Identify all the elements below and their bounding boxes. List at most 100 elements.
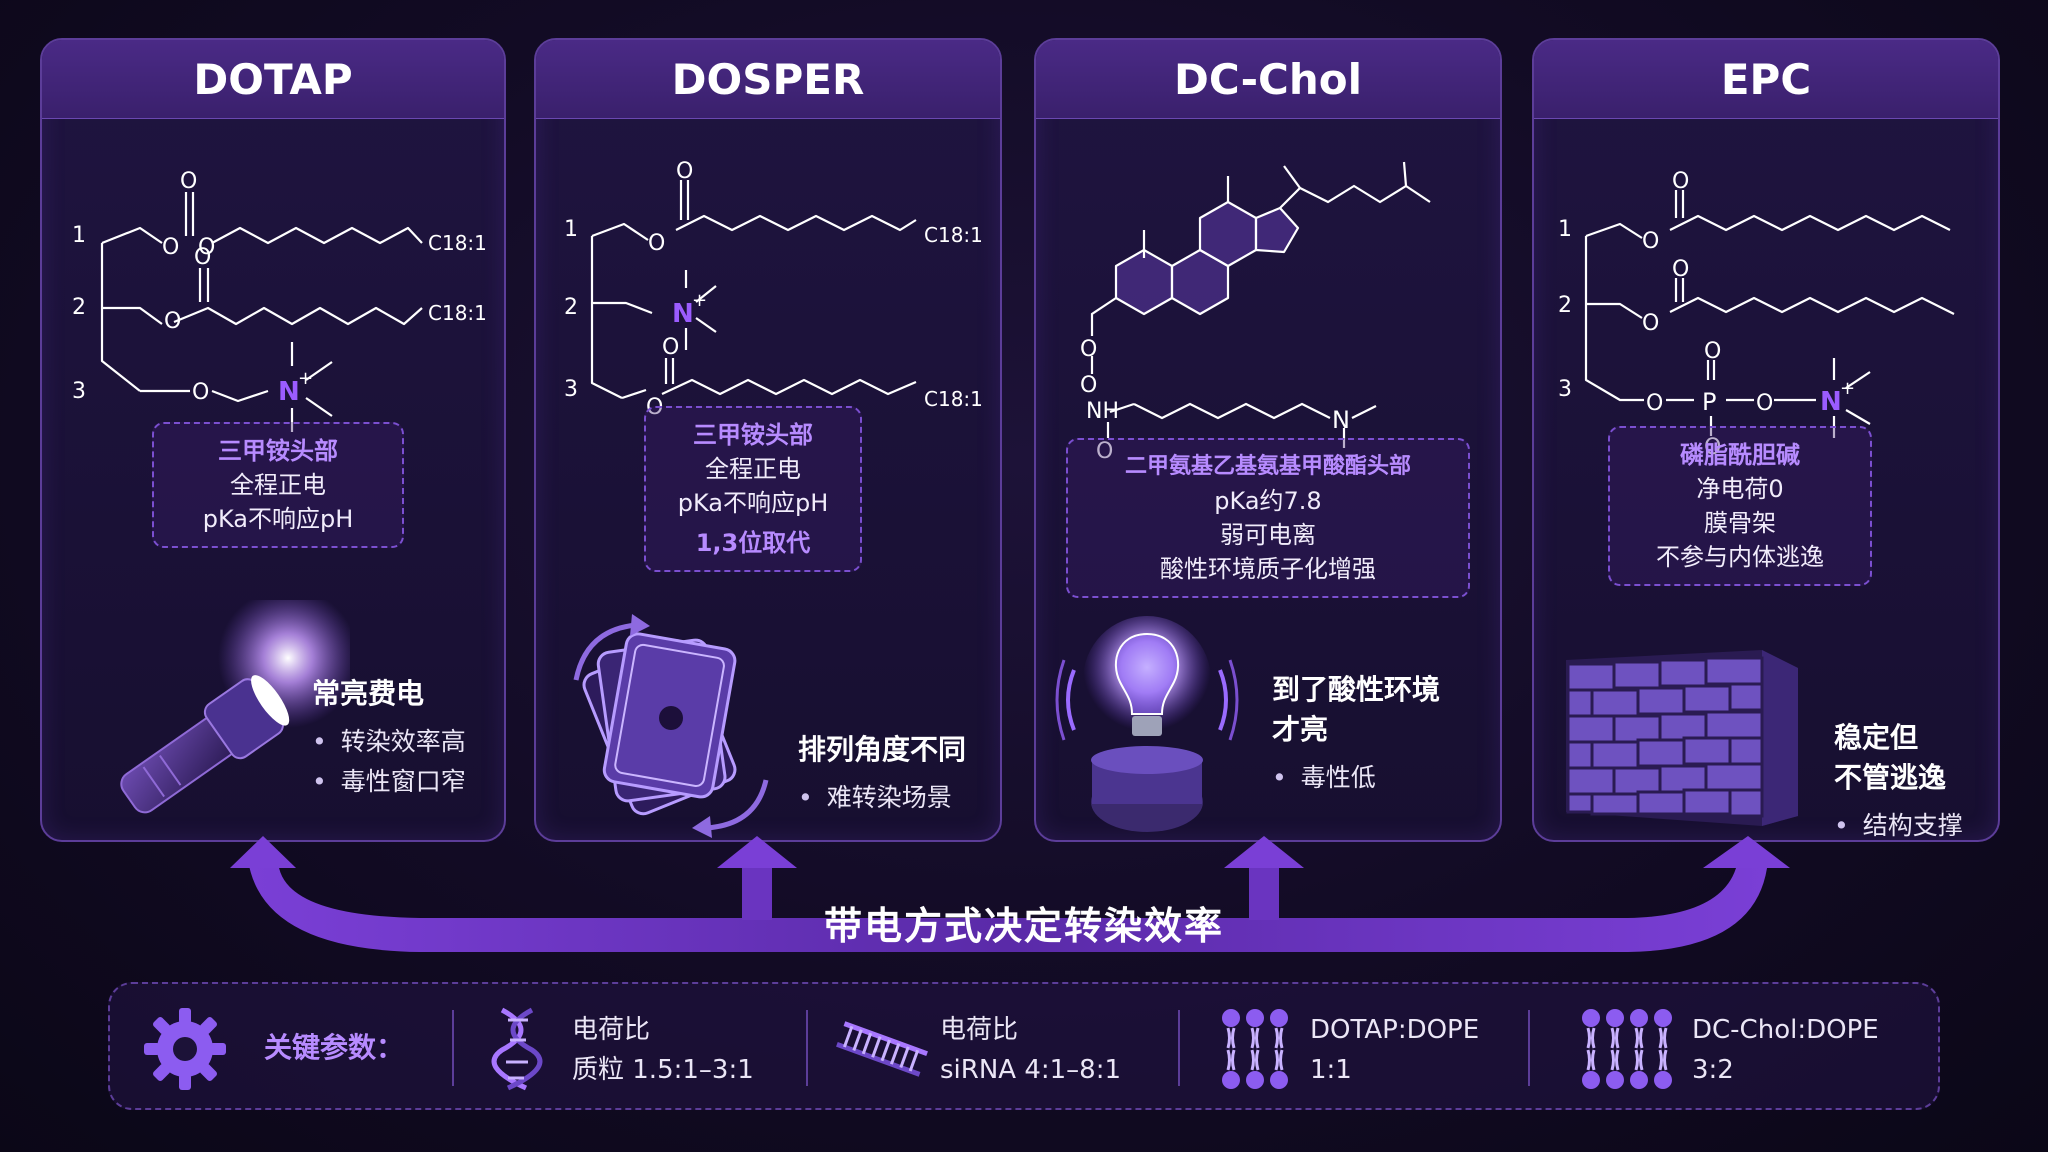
headgroup-note: 二甲氨基乙基氨基甲酸酯头部 pKa约7.8 弱可电离 酸性环境质子化增强 [1066,438,1470,598]
divider [806,1010,808,1086]
note-title: 三甲铵头部 [218,437,338,465]
caption-bullet: 难转染场景 [798,778,998,818]
caption-title: 稳定但 [1834,721,1919,754]
param-item: 电荷比 siRNA 4:1–8:1 [940,1010,1121,1090]
lightbulb-icon [1055,616,1239,832]
oxygen-atom: O [662,335,679,360]
oxygen-atom: O [1642,229,1659,254]
note-line: pKa不响应pH [202,505,354,533]
card-dotap: DOTAP 1 2 3 O O O O O O N + C18 [40,38,506,842]
position-label: 2 [1558,293,1572,318]
dotap-structure: 1 2 3 O O O O O O N + C18:1 C18:1 [72,169,487,432]
caption-title: 不管逃逸 [1834,761,1947,794]
param-item: 电荷比 质粒 1.5:1–3:1 [572,1010,754,1090]
banner-text: 带电方式决定转染效率 [823,904,1224,948]
headgroup-note: 磷脂酰胆碱 净电荷0 膜骨架 不参与内体逃逸 [1608,426,1872,586]
param-label: DOTAP:DOPE [1310,1015,1480,1045]
note-line: 酸性环境质子化增强 [1160,555,1376,583]
nitrogen-atom: N [1820,387,1842,417]
oxygen-atom: O [180,169,197,194]
card-header: DOSPER [536,40,1000,119]
nitrogen-atom: N [672,299,694,329]
card-header: DOTAP [42,40,504,119]
note-line: 弱可电离 [1220,521,1316,549]
divider [452,1010,454,1086]
note-title: 二甲氨基乙基氨基甲酸酯头部 [1124,454,1411,479]
oxygen-atom: O [1080,337,1097,362]
caption-bullet: 毒性低 [1272,758,1494,798]
param-item: DOTAP:DOPE 1:1 [1310,1010,1479,1090]
headgroup-note: 三甲铵头部 全程正电 pKa不响应pH [152,422,404,548]
position-label: 3 [1558,377,1572,402]
param-label: DC-Chol:DOPE [1692,1015,1879,1045]
charge-plus: + [692,290,707,311]
analogy-caption: 稳定但 不管逃逸 结构支撑 [1834,718,1996,840]
param-value: 3:2 [1692,1055,1734,1085]
oxygen-atom: O [1704,339,1721,364]
param-value: 质粒 1.5:1–3:1 [572,1055,754,1085]
epc-structure: 1 2 3 O O O O O P O O O N + [1558,169,1955,458]
position-label: 3 [72,379,86,404]
brick-wall-icon [1566,650,1798,826]
oxygen-atom: O [676,159,693,184]
card-title: DOSPER [671,54,865,104]
oxygen-atom: O [1096,439,1113,464]
note-line: 膜骨架 [1704,509,1776,537]
oxygen-atom: O [1672,257,1689,282]
dna-icon [491,1007,543,1091]
caption-title: 排列角度不同 [798,733,967,766]
flashlight-icon [120,600,350,814]
caption-bullet: 转染效率高 [312,722,502,762]
chain-label: C18:1 [428,301,487,325]
lipid-bilayer-icon [1222,1009,1288,1089]
caption-bullet: 毒性窗口窄 [312,762,502,802]
position-label: 2 [72,295,86,320]
caption-title: 才亮 [1272,713,1329,746]
divider [1178,1010,1180,1086]
chain-label: C18:1 [428,231,487,255]
banner-arrow [230,836,1790,952]
param-label: 电荷比 [572,1015,651,1045]
caption-bullet: 结构支撑 [1834,806,1996,840]
card-dc-chol: DC-Chol O O NH O N 二甲氨基乙基 [1034,38,1502,842]
analogy-caption: 排列角度不同 难转染场景 [798,730,998,818]
chain-label: C18:1 [924,223,983,247]
headgroup-note: 三甲铵头部 全程正电 pKa不响应pH 1,3位取代 [644,406,862,572]
gear-icon [144,1008,226,1090]
position-label: 3 [564,377,578,402]
caption-title: 到了酸性环境 [1272,673,1441,706]
card-dosper: DOSPER 1 2 3 O O O O N + C18:1 C18:1 [534,38,1002,842]
param-value: 1:1 [1310,1055,1352,1085]
oxygen-atom: O [1080,373,1097,398]
card-header: EPC [1534,40,1998,119]
oxygen-atom: O [1642,311,1659,336]
nitrogen-atom: N [1332,406,1350,434]
oxygen-atom: O [1704,435,1721,458]
card-title: DC-Chol [1173,54,1363,104]
param-item: DC-Chol:DOPE 3:2 [1692,1010,1879,1090]
oxygen-atom: O [164,309,181,334]
substitution-highlight: 1,3位取代 [695,529,811,557]
position-label: 1 [1558,217,1572,242]
position-label: 2 [564,295,578,320]
dosper-structure: 1 2 3 O O O O N + C18:1 C18:1 [564,159,983,420]
note-line: 全程正电 [230,471,326,499]
analogy-caption: 常亮费电 转染效率高 毒性窗口窄 [312,674,502,802]
note-line: 净电荷0 [1696,475,1784,503]
playing-cards-icon [573,614,769,838]
phosphorus-atom: P [1702,388,1716,416]
oxygen-atom: O [162,235,179,260]
dc-chol-structure: O O NH O N [1080,161,1431,464]
card-epc: EPC 1 2 3 O O O O O [1532,38,2000,842]
chain-label: C18:1 [924,387,983,411]
oxygen-atom: O [1646,391,1663,416]
params-heading: 关键参数： [264,1031,405,1064]
oxygen-atom: O [648,231,665,256]
caption-title: 常亮费电 [312,677,425,710]
charge-plus: + [298,368,313,389]
note-title: 磷脂酰胆碱 [1680,441,1800,469]
param-value: siRNA 4:1–8:1 [940,1055,1122,1085]
nitrogen-atom: N [278,377,300,407]
note-line: 全程正电 [705,455,801,483]
charge-plus: + [1840,378,1855,399]
